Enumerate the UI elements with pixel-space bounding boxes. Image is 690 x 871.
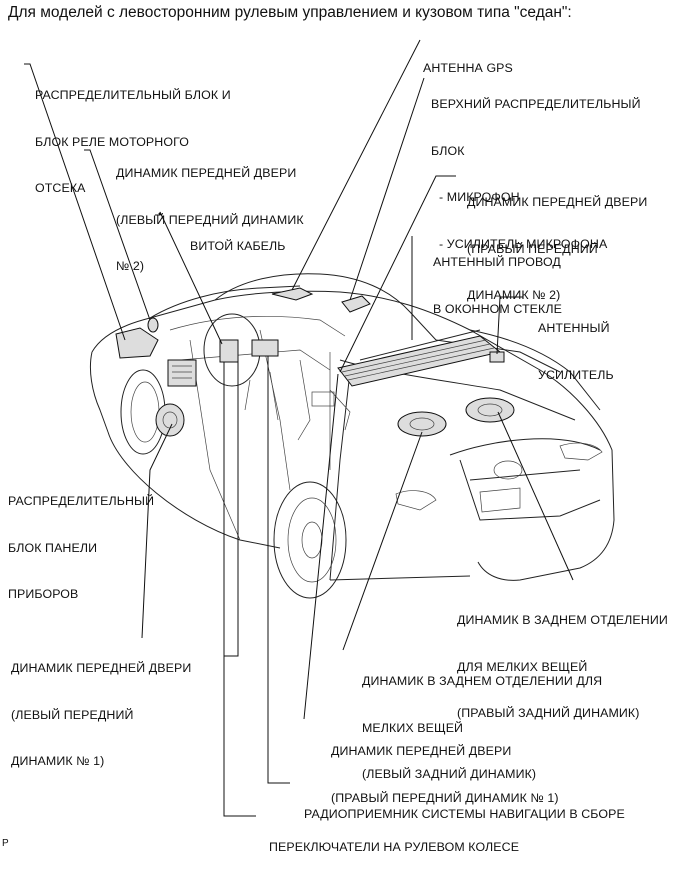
label-nav-receiver: РАДИОПРИЕМНИК СИСТЕМЫ НАВИГАЦИИ В СБОРЕ <box>304 807 625 821</box>
label-rear-left-speaker: ДИНАМИК В ЗАДНЕМ ОТДЕЛЕНИИ ДЛЯ МЕЛКИХ ВЕ… <box>362 674 603 781</box>
footer-mark: P <box>2 838 9 849</box>
component-engine-relay <box>115 327 159 359</box>
component-nav-receiver <box>251 339 279 357</box>
component-overhead-junction <box>341 295 371 313</box>
car-body-outline <box>89 273 615 599</box>
label-front-door-right-2: ДИНАМИК ПЕРЕДНЕЙ ДВЕРИ (ПРАВЫЙ ПЕРЕДНИЙ … <box>467 195 648 302</box>
label-steering-switches: ПЕРЕКЛЮЧАТЕЛИ НА РУЛЕВОМ КОЛЕСЕ <box>269 840 520 854</box>
component-rear-right-speaker <box>465 397 515 423</box>
component-rear-left-speaker <box>397 411 447 437</box>
label-gps-antenna: АНТЕННА GPS <box>423 61 513 75</box>
label-spiral-cable: ВИТОЙ КАБЕЛЬ <box>190 239 286 253</box>
label-antenna-amp: АНТЕННЫЙ УСИЛИТЕЛЬ <box>538 321 614 382</box>
label-rear-right-speaker: ДИНАМИК В ЗАДНЕМ ОТДЕЛЕНИИ ДЛЯ МЕЛКИХ ВЕ… <box>457 613 668 720</box>
component-front-door-left-1-speaker <box>155 403 185 437</box>
component-gps-antenna <box>271 287 314 301</box>
label-front-door-left-2: ДИНАМИК ПЕРЕДНЕЙ ДВЕРИ (ЛЕВЫЙ ПЕРЕДНИЙ Д… <box>116 166 304 273</box>
leader-lines <box>24 39 574 817</box>
label-front-door-right-1: ДИНАМИК ПЕРЕДНЕЙ ДВЕРИ (ПРАВЫЙ ПЕРЕДНИЙ … <box>331 744 559 805</box>
label-engine-relay: РАСПРЕДЕЛИТЕЛЬНЫЙ БЛОК И БЛОК РЕЛЕ МОТОР… <box>35 88 231 195</box>
page-title: Для моделей с левосторонним рулевым упра… <box>8 4 572 21</box>
label-instrument-junction: РАСПРЕДЕЛИТЕЛЬНЫЙ БЛОК ПАНЕЛИ ПРИБОРОВ <box>8 494 155 601</box>
component-window-antenna <box>337 335 502 387</box>
label-front-door-left-1: ДИНАМИК ПЕРЕДНЕЙ ДВЕРИ (ЛЕВЫЙ ПЕРЕДНИЙ Д… <box>11 661 192 768</box>
component-instrument-junction <box>167 359 197 387</box>
label-window-antenna: АНТЕННЫЙ ПРОВОД В ОКОННОМ СТЕКЛЕ <box>433 255 562 316</box>
component-front-door-left-2-speaker <box>147 317 159 333</box>
label-overhead-junction: ВЕРХНИЙ РАСПРЕДЕЛИТЕЛЬНЫЙ БЛОК - МИКРОФО… <box>431 97 641 251</box>
